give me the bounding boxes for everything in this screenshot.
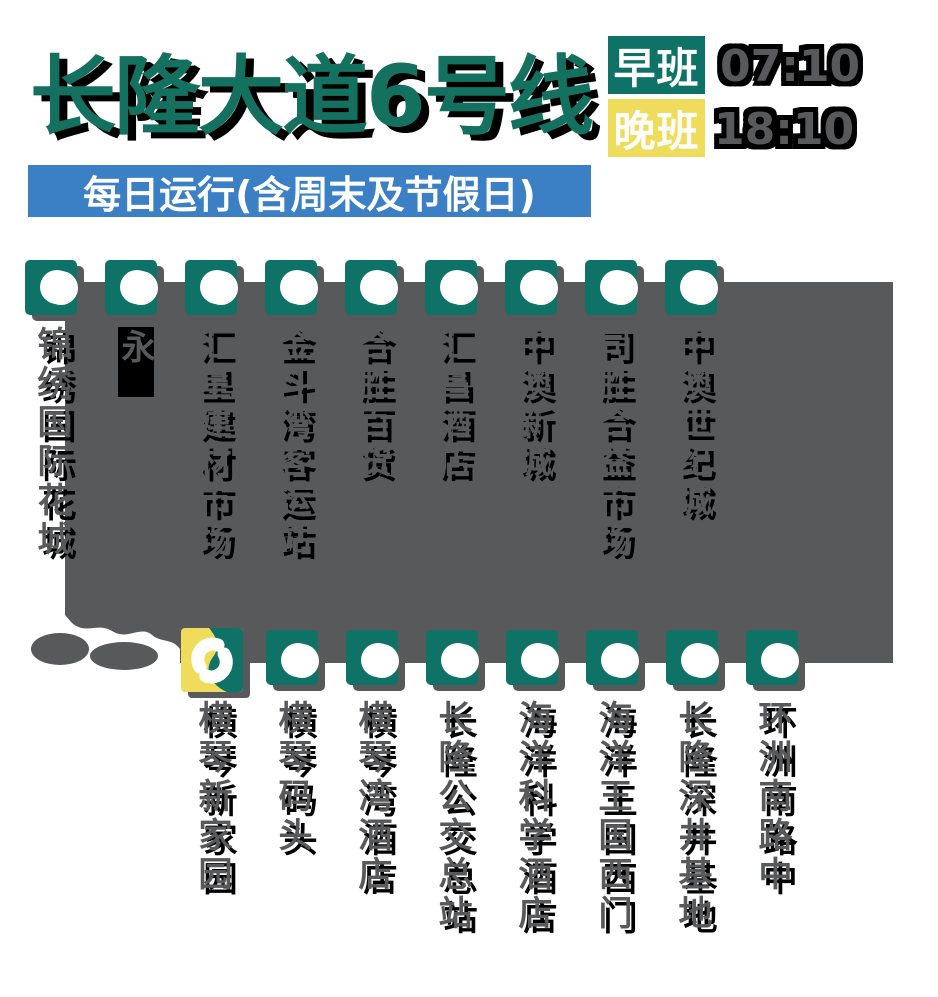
loop-terminal-marker	[181, 628, 243, 692]
station-label: 横琴码头	[272, 700, 312, 856]
station-label: 汇昌酒店	[431, 326, 471, 482]
station-marker	[665, 260, 717, 315]
shadow-blob	[31, 633, 89, 665]
station-label: 中澳新城	[511, 326, 551, 482]
station-marker	[345, 260, 397, 315]
station-label: 横琴新家园	[192, 700, 232, 895]
station-dot-icon	[361, 643, 395, 677]
station-marker	[426, 630, 478, 685]
station-marker	[25, 260, 77, 315]
station-marker	[346, 630, 398, 685]
station-dot-icon	[680, 270, 714, 304]
station-label: 汇星建材市场	[191, 326, 231, 560]
station-label: 金斗湾客运站	[271, 326, 311, 560]
station-marker	[185, 260, 237, 315]
last-bus-badge: 晚班	[608, 99, 705, 157]
station-dot-icon	[200, 270, 234, 304]
last-bus-time: 18:10	[714, 104, 855, 155]
station-marker	[265, 260, 317, 315]
station-marker	[505, 260, 557, 315]
route-title: 长隆大道6号线	[30, 47, 594, 147]
station-dot-icon	[761, 643, 795, 677]
station-marker	[425, 260, 477, 315]
station-label: 横琴湾酒店	[352, 700, 392, 895]
station-label: 长隆深井基地	[672, 700, 712, 934]
first-bus-badge: 早班	[608, 36, 705, 94]
station-marker	[746, 630, 798, 685]
station-dot-icon	[360, 270, 394, 304]
station-dot-icon	[601, 643, 635, 677]
station-dot-icon	[441, 643, 475, 677]
service-notice-banner: 每日运行(含周末及节假日)	[28, 165, 591, 217]
station-label: 长隆公交总站	[432, 700, 472, 934]
station-dot-icon	[40, 270, 74, 304]
station-dot-icon	[600, 270, 634, 304]
station-dot-icon	[440, 270, 474, 304]
station-marker	[585, 260, 637, 315]
station-label: 合胜百货	[351, 326, 391, 482]
station-label: 环洲南路中	[752, 700, 792, 895]
shadow-block	[65, 282, 893, 663]
station-marker	[266, 630, 318, 685]
station-dot-icon	[120, 270, 154, 304]
station-dot-icon	[281, 643, 315, 677]
station-marker	[586, 630, 638, 685]
station-dot-icon	[521, 643, 555, 677]
station-dot-icon	[520, 270, 554, 304]
station-dot-icon	[681, 643, 715, 677]
station-marker	[105, 260, 157, 315]
first-bus-time: 07:10	[720, 41, 861, 92]
loop-icon	[191, 637, 233, 684]
station-marker	[666, 630, 718, 685]
station-marker	[506, 630, 558, 685]
station-label: 永	[115, 327, 155, 397]
shadow-blob	[90, 642, 158, 670]
station-dot-icon	[280, 270, 314, 304]
station-label: 海洋王国西门	[592, 700, 632, 934]
station-label: 锦绣国际花城	[31, 326, 71, 560]
station-label: 司胜合益市场	[591, 326, 631, 560]
station-label: 海洋科学酒店	[512, 700, 552, 934]
station-label: 中澳世纪城	[671, 326, 711, 521]
